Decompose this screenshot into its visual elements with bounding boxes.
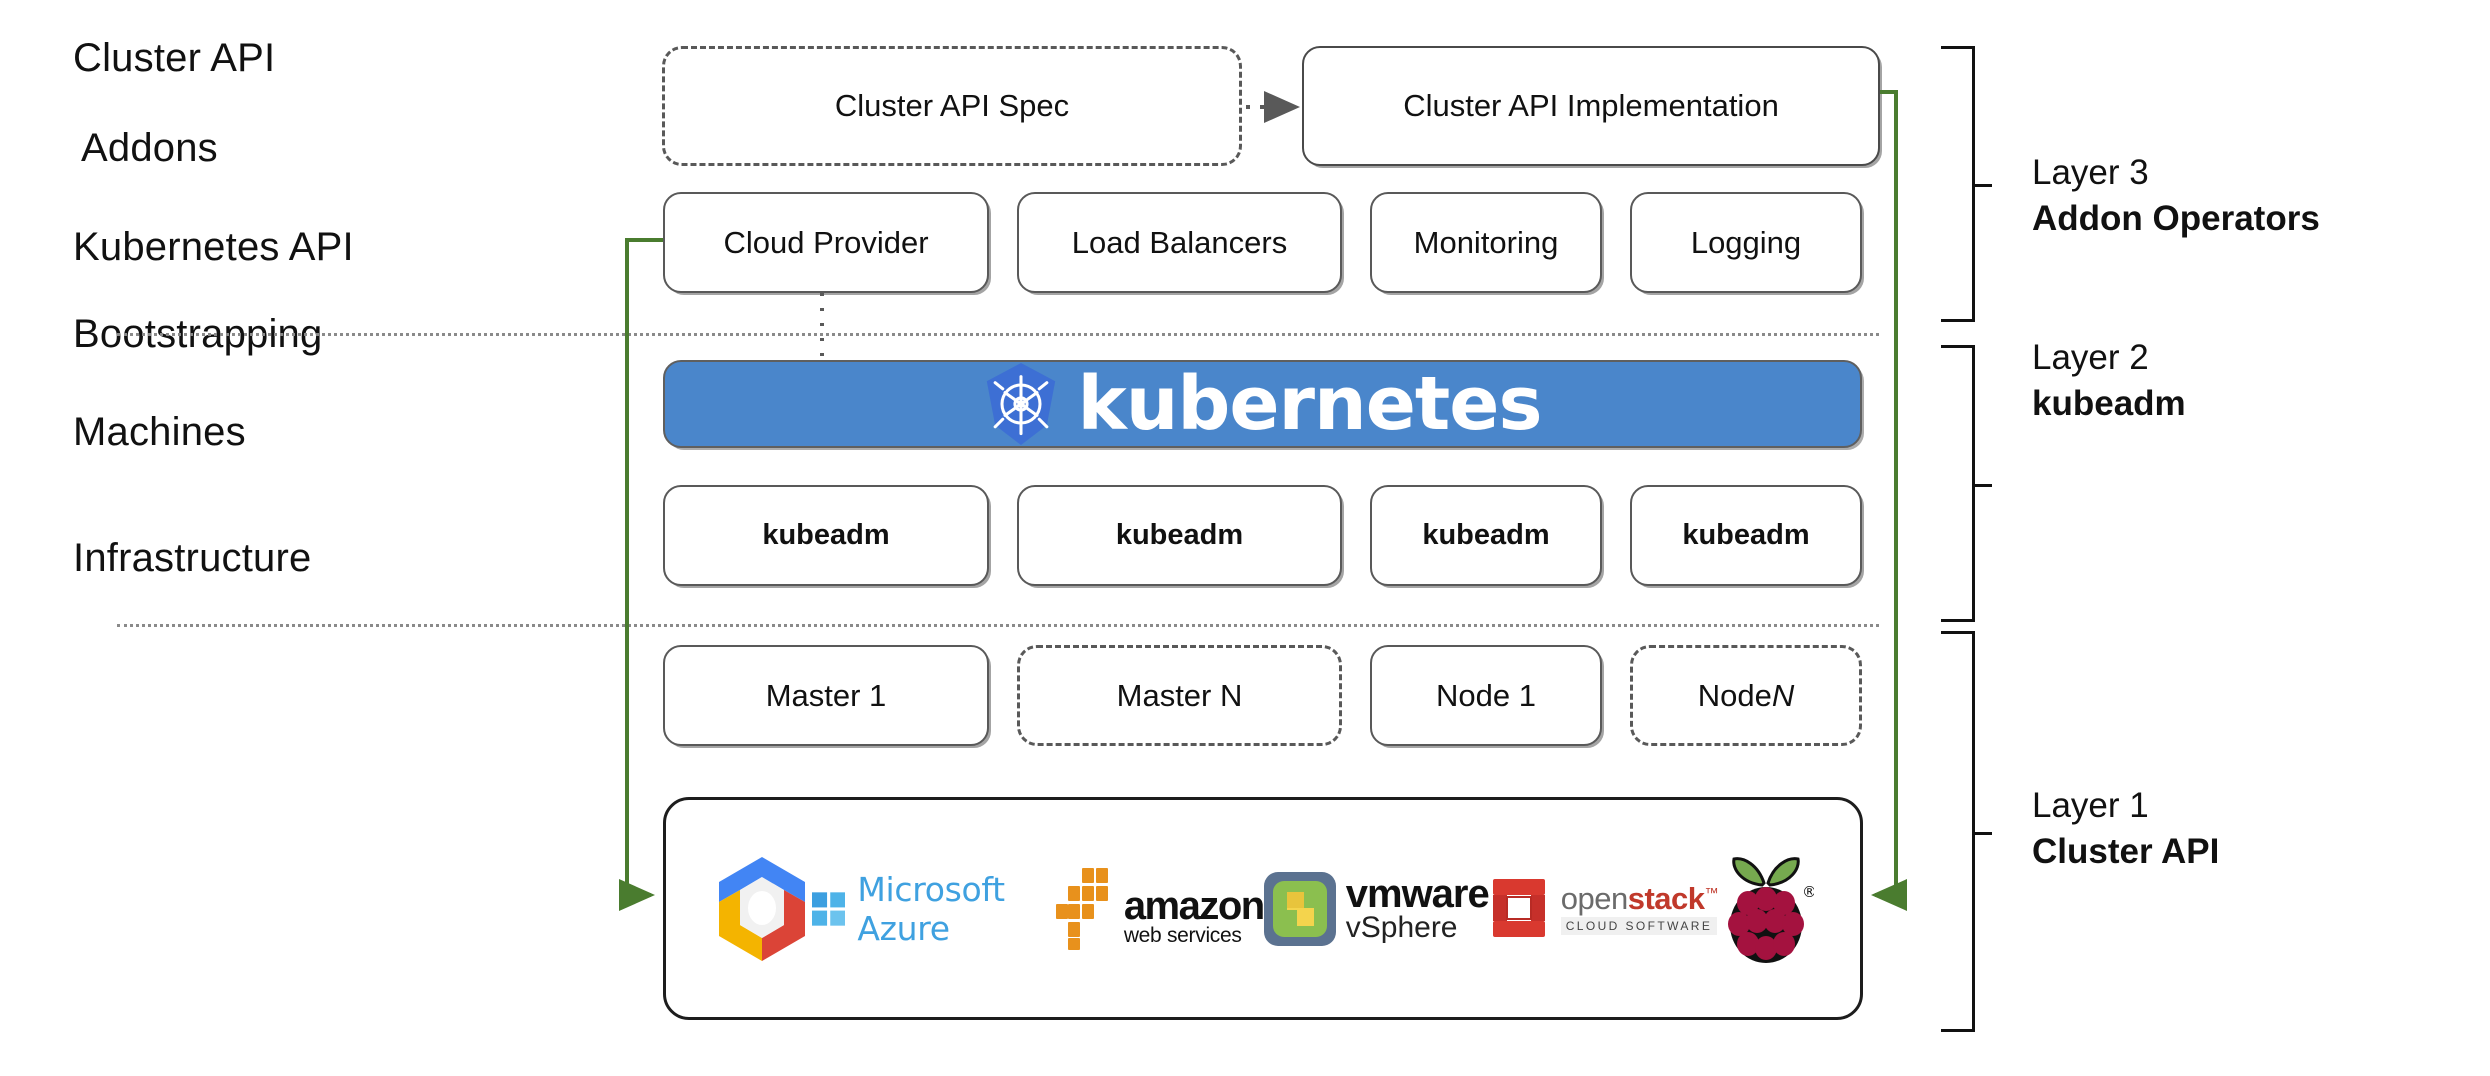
node-label: Master 1 bbox=[765, 677, 887, 713]
bracket-nub bbox=[1972, 184, 1992, 187]
bracket-layer-1 bbox=[1941, 631, 1992, 1032]
openstack-trademark: ™ bbox=[1704, 884, 1719, 901]
node-label: Node 1 bbox=[1436, 677, 1536, 713]
kubernetes-helm-wheel-icon bbox=[983, 361, 1059, 447]
azure-wordmark: Microsoft Azure bbox=[857, 869, 1005, 948]
openstack-wordmark: openstack™ bbox=[1560, 880, 1719, 916]
row-label-cluster-api: Cluster API bbox=[73, 36, 276, 80]
bracket-layer-2 bbox=[1941, 345, 1992, 622]
node-master-n[interactable]: Master N bbox=[1017, 645, 1342, 746]
google-cloud-platform-logo bbox=[712, 854, 812, 964]
node-kubeadm-3[interactable]: kubeadm bbox=[1370, 485, 1602, 586]
node-node-n[interactable]: Node N bbox=[1630, 645, 1862, 746]
vmware-vsphere-logo: vmware vSphere bbox=[1263, 871, 1490, 946]
node-label: Master N bbox=[1116, 677, 1243, 713]
node-label: Node bbox=[1697, 677, 1772, 713]
amazon-web-services-logo: amazon web services bbox=[1055, 866, 1265, 952]
node-label: Monitoring bbox=[1413, 224, 1559, 260]
arrow-cloud-provider-to-infrastructure bbox=[619, 238, 663, 911]
arrow-implementation-to-infrastructure bbox=[1871, 90, 1907, 911]
node-monitoring[interactable]: Monitoring bbox=[1370, 192, 1602, 293]
layer-number: Layer 2 bbox=[2032, 338, 2149, 377]
node-label: Cluster API Spec bbox=[834, 88, 1070, 123]
node-label-italic: N bbox=[1771, 677, 1795, 713]
svg-text:®: ® bbox=[1802, 883, 1814, 901]
infrastructure-box[interactable]: Microsoft Azure amazon bbox=[663, 797, 1863, 1020]
openstack-wordmark-stack: stack bbox=[1627, 880, 1705, 916]
vsphere-wordmark: vSphere bbox=[1345, 910, 1458, 944]
layer-name: Cluster API bbox=[2032, 831, 2220, 871]
microsoft-azure-logo: Microsoft Azure bbox=[812, 870, 1056, 948]
layer-number: Layer 3 bbox=[2032, 153, 2149, 192]
node-cloud-provider[interactable]: Cloud Provider bbox=[663, 192, 989, 293]
amazon-web-services-subtitle: web services bbox=[1123, 923, 1242, 947]
openstack-logo: openstack™ CLOUD SOFTWARE bbox=[1489, 873, 1718, 945]
layer-label-3: Layer 3 Addon Operators bbox=[2032, 150, 2320, 241]
node-label: kubeadm bbox=[1682, 519, 1810, 551]
layer-number: Layer 1 bbox=[2032, 786, 2149, 825]
bracket-nub bbox=[1972, 483, 1992, 487]
raspberry-pi-logo: ® bbox=[1718, 853, 1814, 965]
layer-name: kubeadm bbox=[2032, 383, 2186, 423]
amazon-wordmark: amazon bbox=[1123, 883, 1265, 928]
node-load-balancers[interactable]: Load Balancers bbox=[1017, 192, 1342, 293]
row-label-infrastructure: Infrastructure bbox=[73, 536, 312, 580]
openstack-subtitle: CLOUD SOFTWARE bbox=[1560, 916, 1718, 935]
row-label-kubernetes-api: Kubernetes API bbox=[73, 225, 354, 269]
node-cluster-api-implementation[interactable]: Cluster API Implementation bbox=[1302, 46, 1880, 166]
node-kubeadm-4[interactable]: kubeadm bbox=[1630, 485, 1862, 586]
layer-name: Addon Operators bbox=[2032, 198, 2320, 238]
node-label: kubeadm bbox=[1422, 519, 1550, 551]
node-label: kubeadm bbox=[1115, 519, 1244, 551]
row-label-machines: Machines bbox=[73, 410, 246, 454]
row-label-addons: Addons bbox=[81, 126, 218, 170]
kubernetes-banner[interactable]: kubernetes bbox=[663, 360, 1862, 448]
node-logging[interactable]: Logging bbox=[1630, 192, 1862, 293]
layer-label-2: Layer 2 kubeadm bbox=[2032, 335, 2186, 426]
layer-separator-2-1 bbox=[117, 624, 1879, 627]
bracket-nub bbox=[1972, 831, 1992, 835]
vmware-wordmark: vmware bbox=[1345, 871, 1490, 916]
layer-label-1: Layer 1 Cluster API bbox=[2032, 783, 2219, 874]
layer-separator-3-2 bbox=[117, 333, 1879, 336]
bracket-layer-3 bbox=[1941, 46, 1992, 322]
openstack-wordmark-open: open bbox=[1560, 880, 1628, 916]
node-kubeadm-2[interactable]: kubeadm bbox=[1017, 485, 1342, 586]
node-cluster-api-spec[interactable]: Cluster API Spec bbox=[662, 46, 1242, 166]
node-master-1[interactable]: Master 1 bbox=[663, 645, 989, 746]
node-label: Load Balancers bbox=[1071, 224, 1288, 260]
node-kubeadm-1[interactable]: kubeadm bbox=[663, 485, 989, 586]
node-label: Logging bbox=[1690, 224, 1802, 260]
node-label: Cloud Provider bbox=[723, 224, 929, 260]
node-label: kubeadm bbox=[762, 519, 890, 551]
node-node-1[interactable]: Node 1 bbox=[1370, 645, 1602, 746]
kubernetes-wordmark: kubernetes bbox=[1077, 361, 1542, 447]
node-label: Cluster API Implementation bbox=[1403, 88, 1779, 123]
